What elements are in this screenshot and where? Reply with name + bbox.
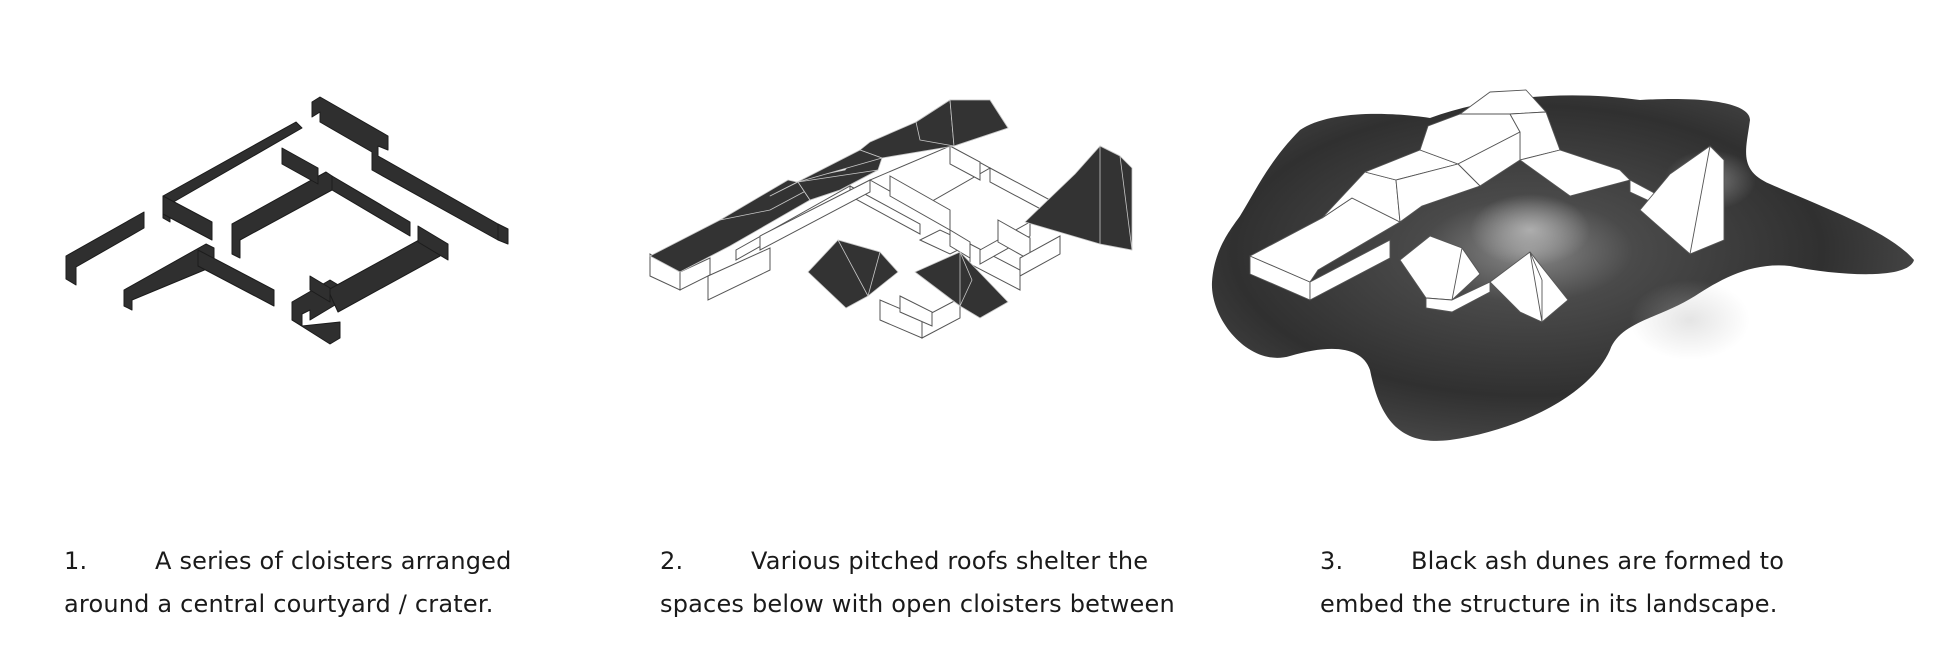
step-3-text-line-1: Black ash dunes are formed to (1411, 547, 1785, 575)
step-1-text-line-1: A series of cloisters arranged (155, 547, 512, 575)
cloister-outline (649, 145, 1061, 339)
cloister-walls (65, 96, 509, 345)
step-2-text-line-2: spaces below with open cloisters between (660, 590, 1175, 618)
step-2-number: 2. (660, 547, 684, 575)
step-3-caption: 3. Black ash dunes are formed to embed th… (1320, 540, 1784, 626)
cloister-walls-diagram (65, 96, 509, 345)
step-3-number: 3. (1320, 547, 1344, 575)
step-2-caption: 2. Various pitched roofs shelter the spac… (660, 540, 1175, 626)
step-3-panel: 3. Black ash dunes are formed to embed th… (1190, 0, 1938, 656)
step-1-number: 1. (64, 547, 88, 575)
step-2-panel: 2. Various pitched roofs shelter the spac… (620, 0, 1260, 656)
crater-highlight (1470, 194, 1590, 266)
white-roof-structure (1249, 89, 1725, 323)
step-1-text-line-2: around a central courtyard / crater. (64, 590, 494, 618)
step-3-text-line-2: embed the structure in its landscape. (1320, 590, 1778, 618)
step-1-caption: 1. A series of cloisters arranged around … (64, 540, 512, 626)
step-1-panel: 1. A series of cloisters arranged around … (0, 0, 640, 656)
dune-highlight (1630, 280, 1750, 360)
step-2-text-line-1: Various pitched roofs shelter the (751, 547, 1149, 575)
ash-dune-landscape-diagram (1211, 89, 1914, 441)
pitched-roofs-diagram (649, 99, 1133, 339)
pitched-roofs (649, 99, 1133, 319)
